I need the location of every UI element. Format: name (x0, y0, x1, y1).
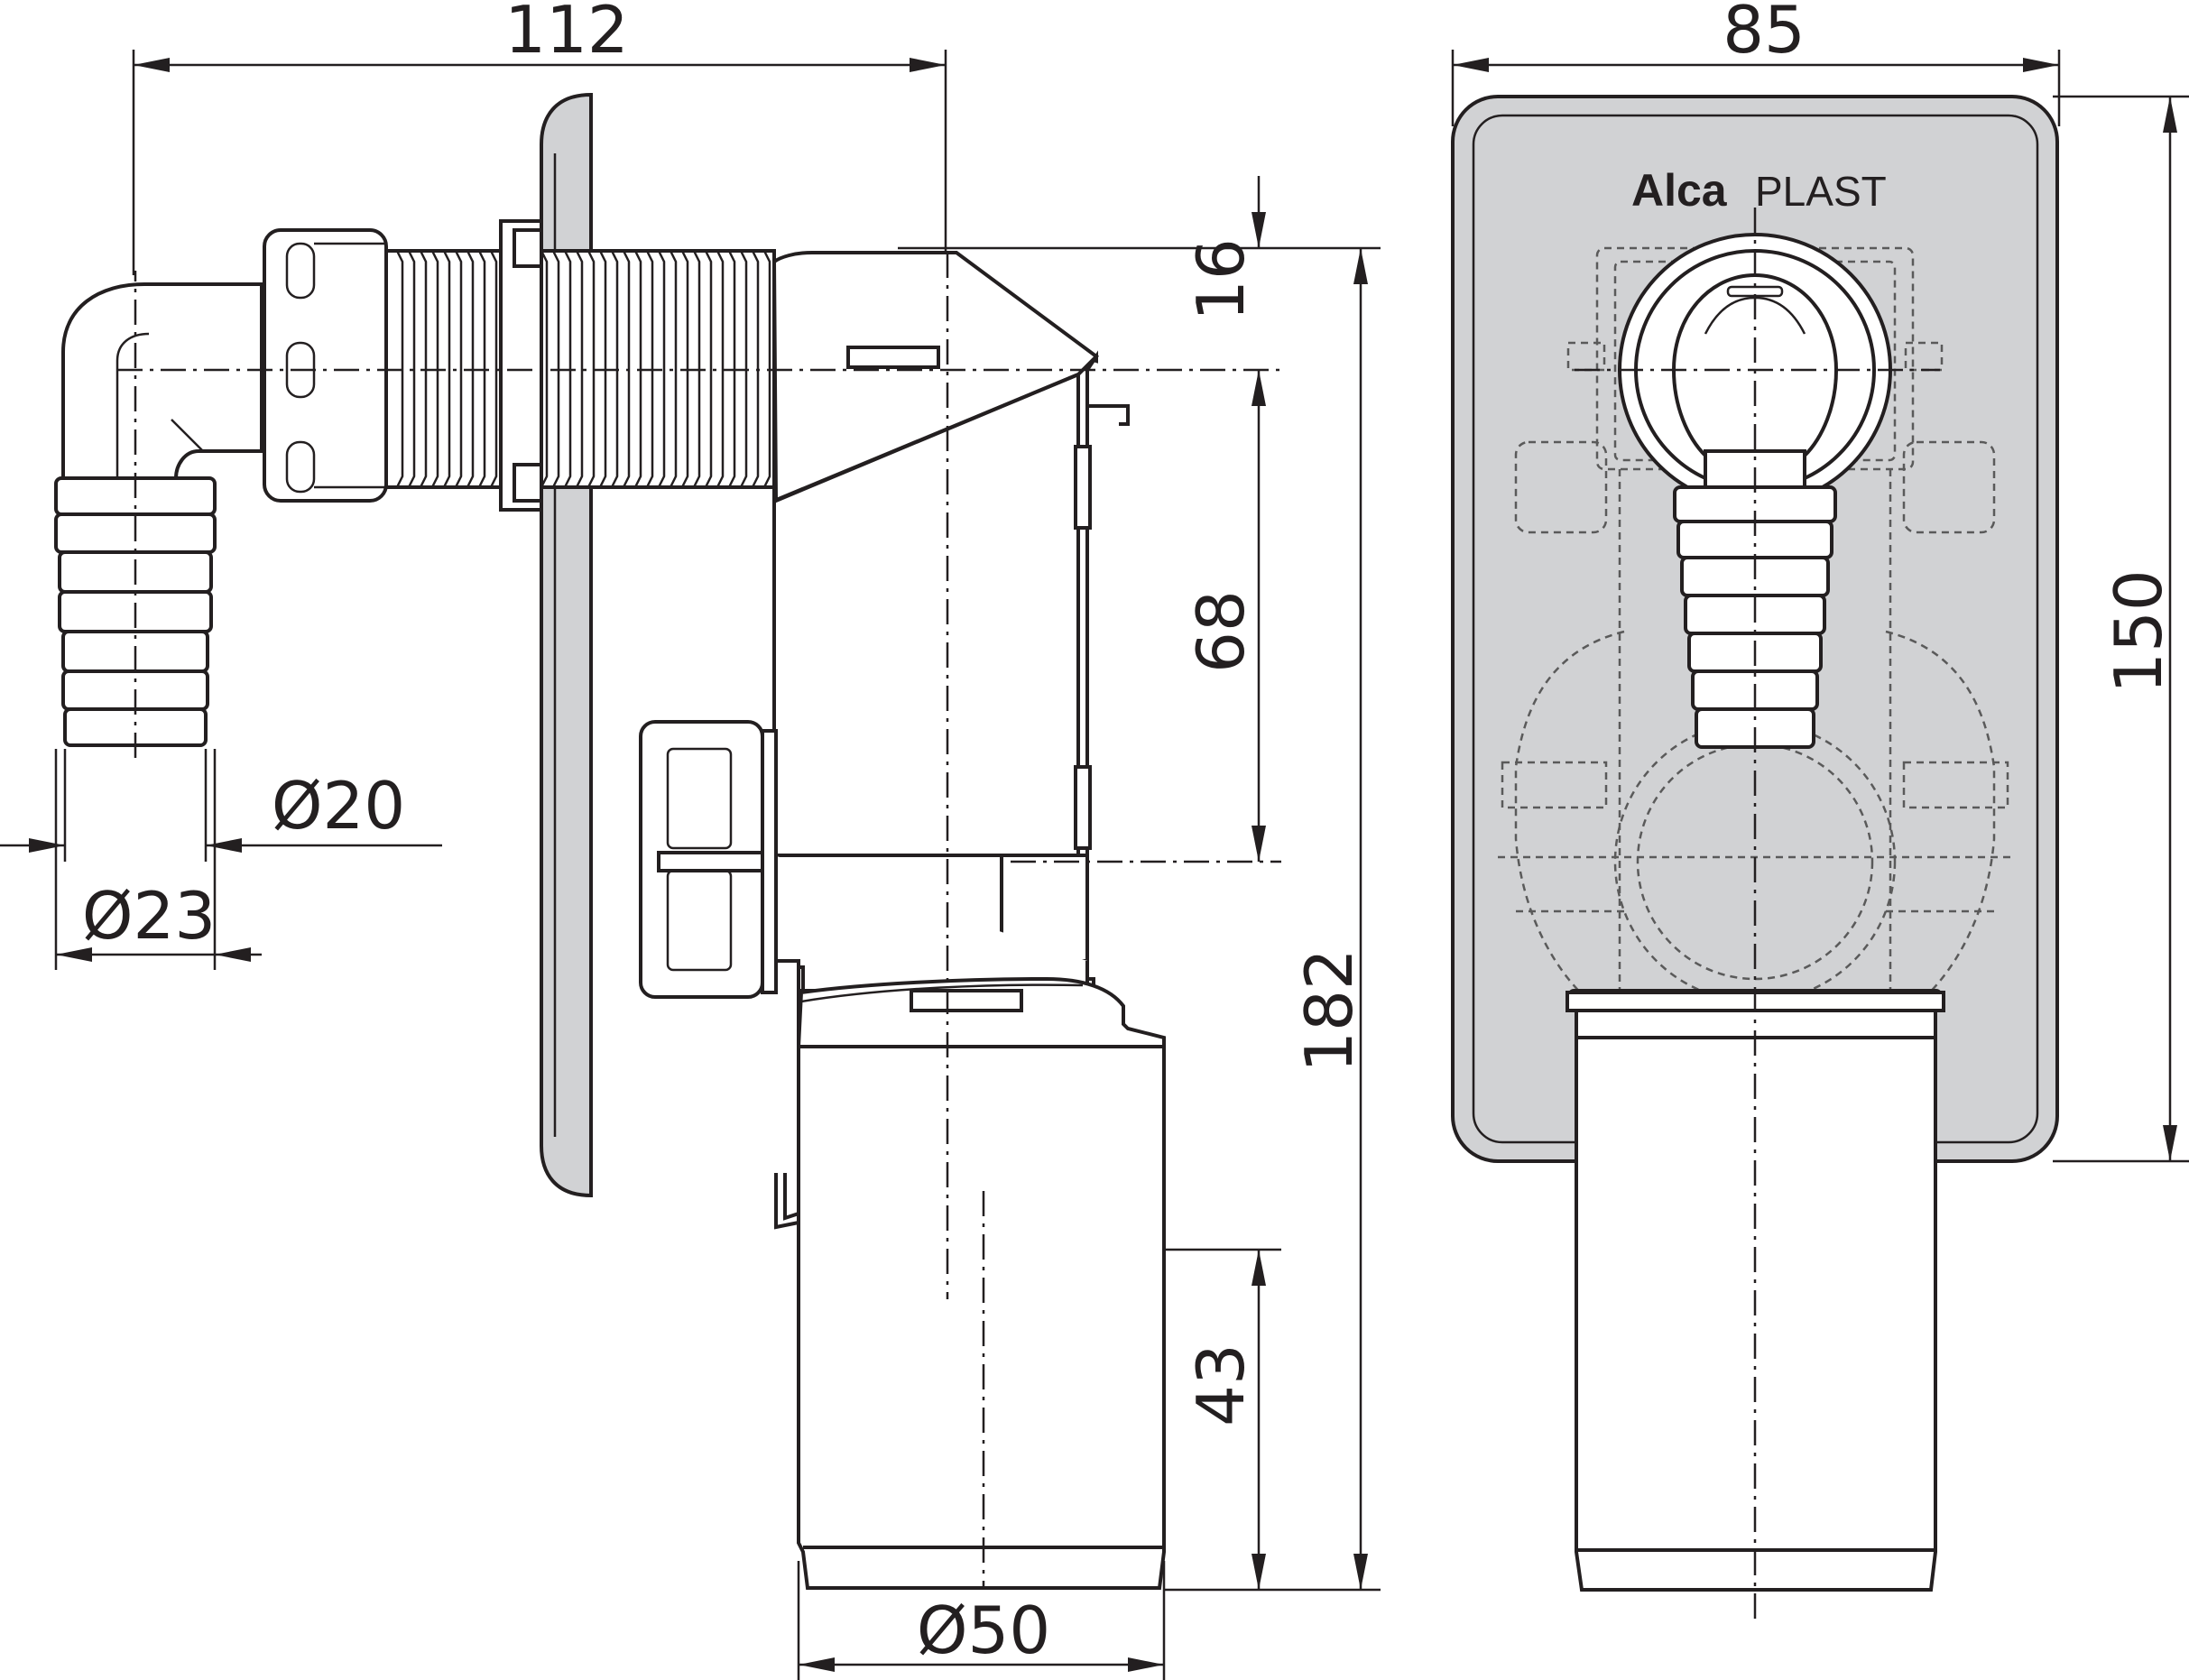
union-nut-top (263, 228, 388, 503)
siphon-body (771, 251, 1130, 1003)
dim-label-112: 112 (504, 0, 628, 68)
dimension-d50: Ø50 (797, 1561, 1166, 1680)
front-view: Alca PLAST (1451, 0, 2189, 1624)
dim-label-150: 150 (2101, 569, 2176, 693)
dimension-150: 150 (2053, 95, 2189, 1163)
union-nut-side (639, 720, 778, 999)
dimension-43: 43 (1164, 1248, 1281, 1590)
dimension-182: 182 (1164, 248, 1381, 1592)
dim-label-d23: Ø23 (82, 878, 216, 954)
dim-label-d20: Ø20 (272, 768, 405, 844)
threaded-pipe (384, 219, 776, 512)
dimension-68: 68 (1183, 370, 1266, 862)
dim-label-d50: Ø50 (917, 1592, 1050, 1668)
outlet-socket (783, 976, 1166, 1590)
dimension-16: 16 (898, 176, 1381, 406)
dimension-d20: Ø20 (0, 749, 442, 862)
dimension-112: 112 (132, 0, 947, 275)
dim-label-182: 182 (1291, 948, 1367, 1072)
dim-label-43: 43 (1183, 1343, 1259, 1426)
dim-label-85: 85 (1723, 0, 1806, 68)
dimension-85: 85 (1451, 0, 2061, 126)
dim-label-16: 16 (1183, 238, 1259, 321)
dimension-d23: Ø23 (54, 749, 262, 970)
dim-label-68: 68 (1183, 590, 1259, 673)
brand-plast: PLAST (1755, 168, 1887, 215)
brand-alca: Alca (1631, 165, 1728, 216)
hose-elbow (61, 282, 263, 480)
side-view: 112 16 68 182 (0, 0, 1381, 1680)
